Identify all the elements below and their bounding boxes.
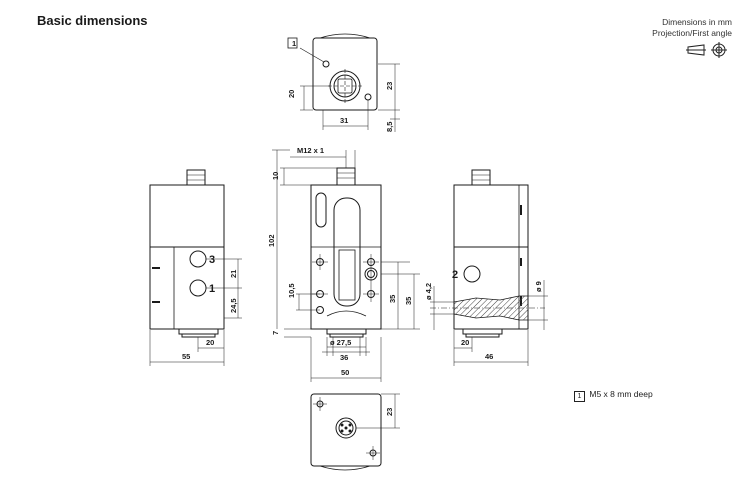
front-view <box>272 149 420 382</box>
dim-left-24-5: 24,5 <box>229 298 238 313</box>
callout-marker: 1 <box>292 39 296 48</box>
units-line: Dimensions in mm <box>662 17 732 27</box>
dim-right-46: 46 <box>485 352 493 361</box>
dim-top-8-5: 8,5 <box>385 122 394 132</box>
dim-top-31: 31 <box>340 116 348 125</box>
units-note: Dimensions in mm Projection/First angle <box>652 17 732 39</box>
dim-right-dia-4-2: ø 4,2 <box>424 283 433 300</box>
port-1-label: 1 <box>209 283 215 295</box>
first-angle-projection-icon <box>686 42 727 58</box>
page-title: Basic dimensions <box>37 13 148 28</box>
dim-front-10: 10 <box>271 172 280 180</box>
dim-front-thread: M12 x 1 <box>297 146 324 155</box>
right-view-section-hatch <box>453 295 529 321</box>
left-view <box>149 169 242 366</box>
port-3-label: 3 <box>209 254 215 266</box>
dim-right-dia-9: ø 9 <box>534 281 543 292</box>
dim-front-35-outer: 35 <box>404 297 413 305</box>
dim-front-10-5: 10,5 <box>287 283 296 298</box>
dim-bottom-23: 23 <box>385 408 394 416</box>
dim-front-102: 102 <box>267 234 276 247</box>
note-marker: 1 <box>574 391 585 402</box>
top-view <box>287 33 400 132</box>
dim-front-dia-27-5: ø 27,5 <box>330 338 351 347</box>
port-2-label: 2 <box>452 269 458 281</box>
dim-left-21: 21 <box>229 270 238 278</box>
dim-front-36: 36 <box>340 353 348 362</box>
dim-left-55: 55 <box>182 352 190 361</box>
projection-line: Projection/First angle <box>652 28 732 38</box>
dim-top-23: 23 <box>385 82 394 90</box>
dim-right-20: 20 <box>461 338 469 347</box>
right-view <box>430 169 548 366</box>
dim-front-35-inner: 35 <box>388 295 397 303</box>
thread-note: 1 M5 x 8 mm deep <box>574 389 653 402</box>
dim-front-7: 7 <box>271 331 280 335</box>
dim-left-20: 20 <box>206 338 214 347</box>
dim-top-20: 20 <box>287 90 296 98</box>
bottom-view <box>310 393 400 471</box>
dim-front-50: 50 <box>341 368 349 377</box>
note-text: M5 x 8 mm deep <box>589 389 653 399</box>
